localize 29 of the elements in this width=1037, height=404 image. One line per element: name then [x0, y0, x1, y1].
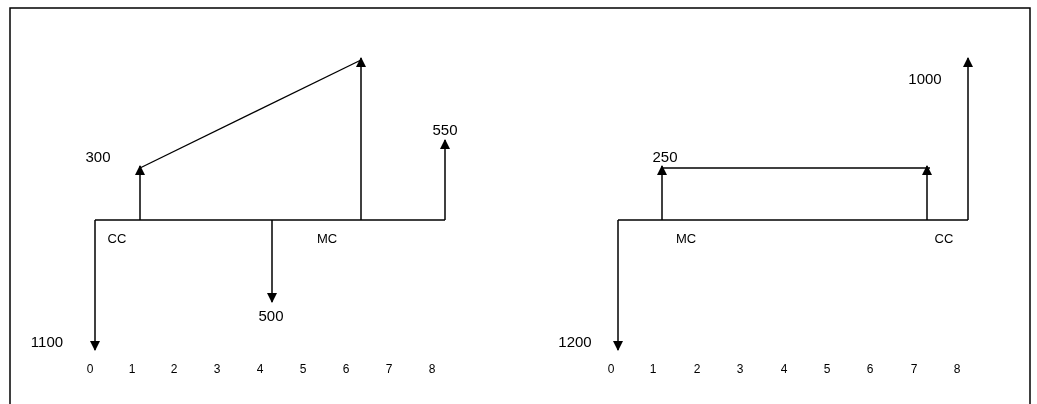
period-number: 2 — [170, 363, 178, 375]
cash-amount: 1000 — [908, 70, 942, 86]
period-number: 5 — [823, 363, 831, 375]
cash-amount: 250 — [652, 148, 678, 164]
period-number: 3 — [736, 363, 744, 375]
cash-amount: 500 — [258, 307, 284, 323]
point-label: CC — [107, 231, 127, 245]
period-number: 8 — [953, 363, 961, 375]
cash-amount: 1200 — [558, 333, 592, 349]
period-number: 5 — [299, 363, 307, 375]
cash-amount: 1100 — [30, 333, 64, 349]
period-number: 0 — [607, 363, 615, 375]
point-label: MC — [675, 231, 697, 245]
period-number: 6 — [866, 363, 874, 375]
period-number: 4 — [256, 363, 264, 375]
point-label: MC — [316, 231, 338, 245]
period-number: 3 — [213, 363, 221, 375]
period-number: 1 — [128, 363, 136, 375]
period-number: 1 — [649, 363, 657, 375]
period-number: 7 — [385, 363, 393, 375]
period-number: 0 — [86, 363, 94, 375]
period-number: 8 — [428, 363, 436, 375]
period-number: 4 — [780, 363, 788, 375]
period-number: 6 — [342, 363, 350, 375]
period-number: 2 — [693, 363, 701, 375]
cash-amount: 550 — [432, 121, 458, 137]
cash-amount: 300 — [85, 148, 111, 164]
period-number: 7 — [910, 363, 918, 375]
point-label: CC — [934, 231, 954, 245]
